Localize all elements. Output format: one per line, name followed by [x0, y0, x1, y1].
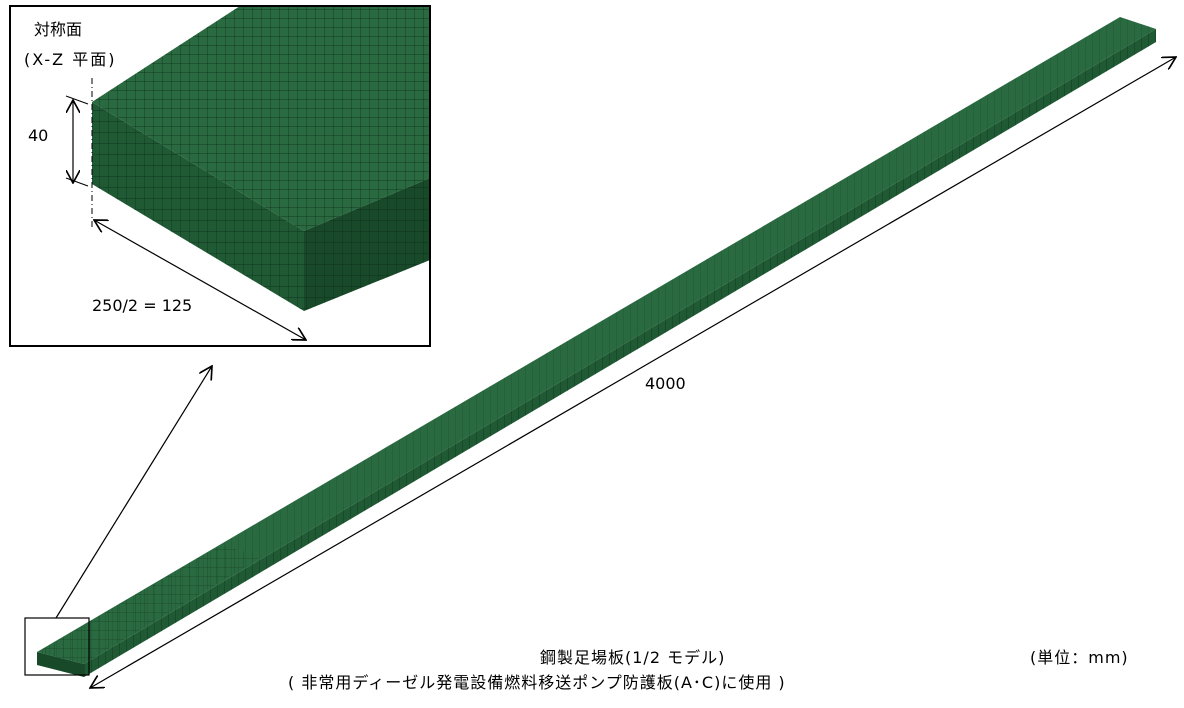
inset-end-grid — [304, 178, 430, 311]
caption-title: 鋼製足場板(1/2 モデル) — [540, 648, 726, 667]
width-dimension-line — [94, 220, 306, 340]
inset-frame — [9, 5, 431, 347]
beam-side-face — [37, 652, 84, 677]
inset-detail — [9, 5, 431, 347]
caption-subtitle: ( 非常用ディーゼル発電設備燃料移送ポンプ防護板(A･C)に使用 ) — [288, 673, 786, 692]
symmetry-plane-label: 対称面 — [34, 20, 83, 39]
inset-top-grid — [92, 6, 430, 231]
length-dimension-line — [90, 57, 1176, 688]
height-dimension-label: 40 — [28, 126, 49, 145]
beam-dense-region — [37, 545, 262, 664]
length-dimension-label: 4000 — [645, 374, 686, 393]
width-dimension-label: 250/2 = 125 — [92, 296, 193, 315]
unit-label: (単位：mm) — [1030, 648, 1129, 667]
symmetry-plane-sublabel: (X-Z 平面) — [24, 50, 117, 69]
